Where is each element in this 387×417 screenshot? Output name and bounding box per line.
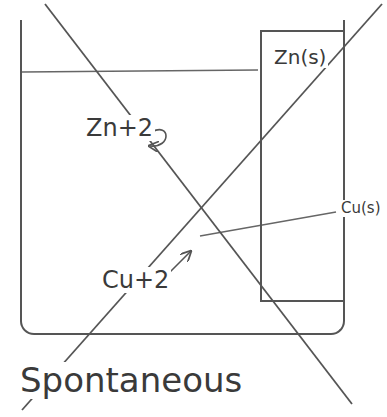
- part-label: Cu(s): [339, 200, 383, 217]
- electrode-strip: Zn(s): [260, 30, 345, 302]
- electrode-label: Zn(s): [272, 46, 328, 68]
- note-text: Spontaneous: [18, 362, 244, 399]
- ion-label: Zn+2: [84, 115, 155, 141]
- cross-out-line: [22, 4, 382, 410]
- beaker: Zn+2Cu+2 Zn(s): [20, 20, 345, 335]
- ion-label: Cu+2: [100, 267, 171, 293]
- cross-out-line: [45, 4, 352, 404]
- solution-surface: [22, 70, 258, 72]
